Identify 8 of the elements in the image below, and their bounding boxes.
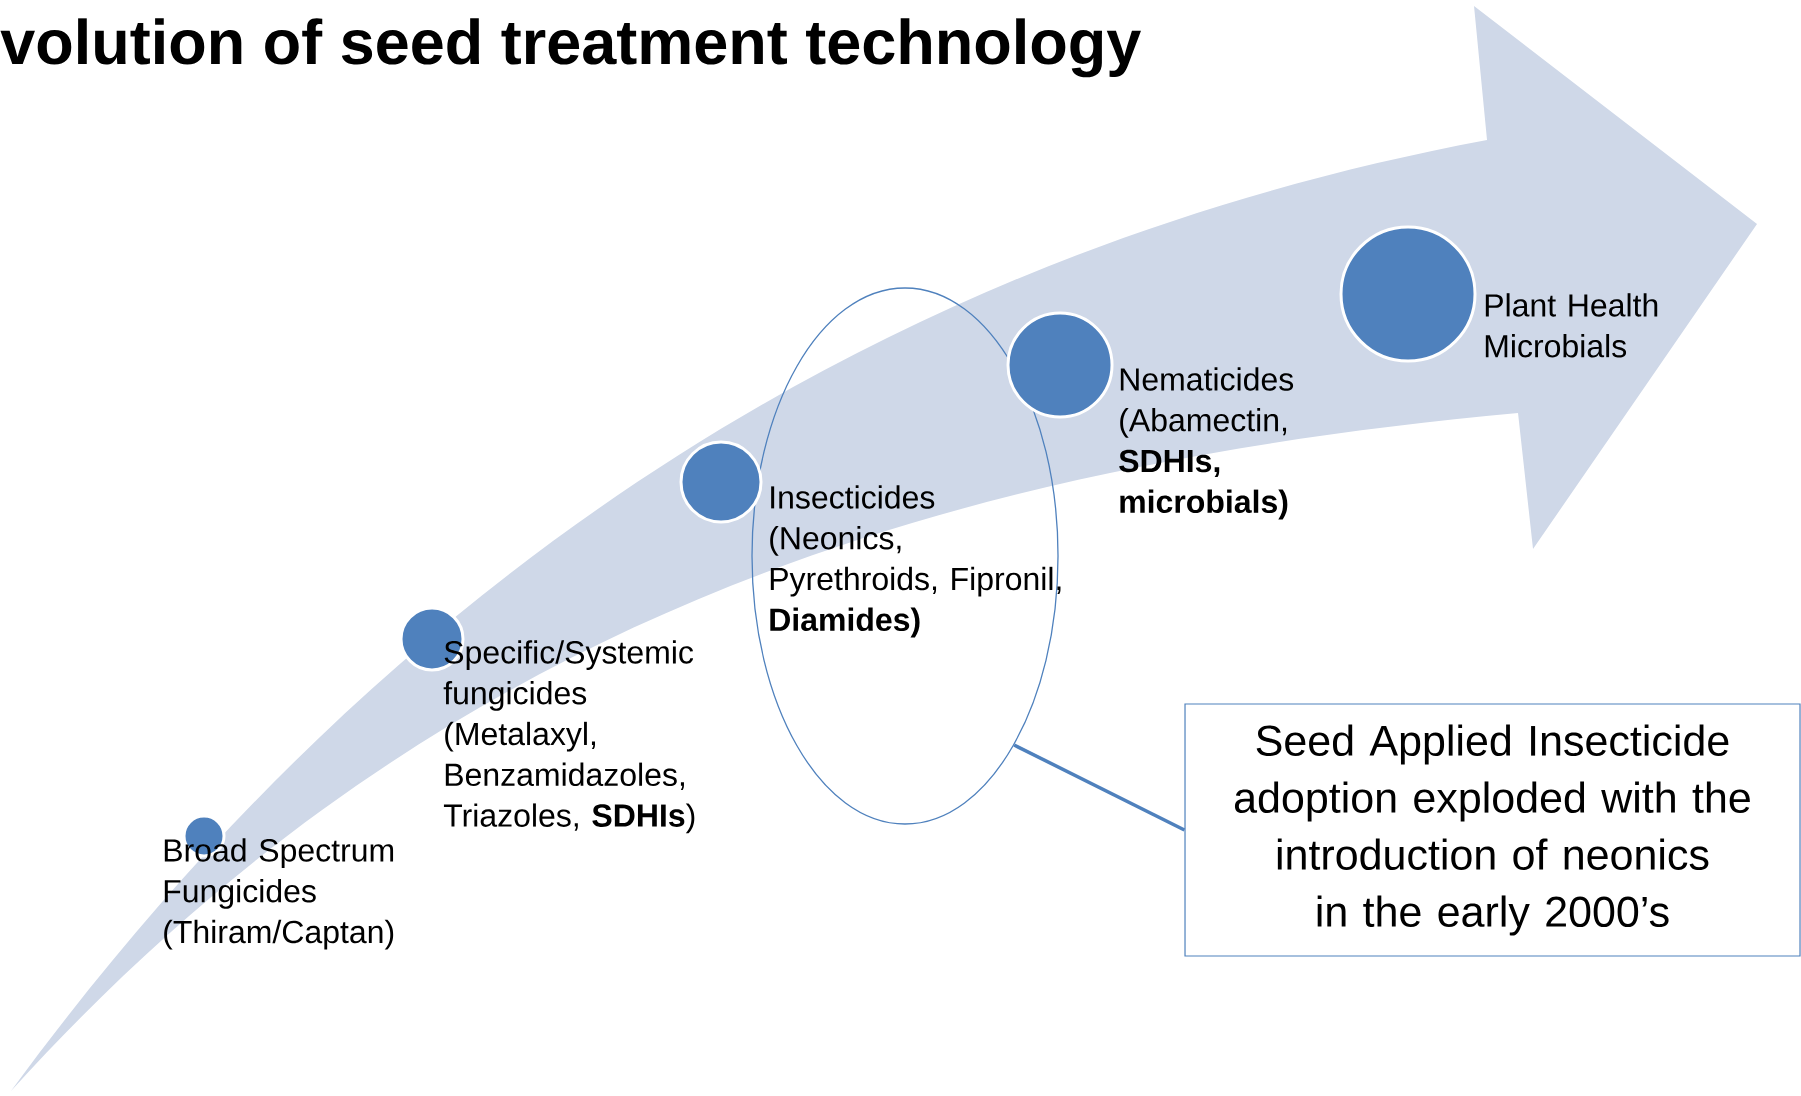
milestone-label: Insecticides (Neonics, Pyrethroids, Fipronil, Diamides) — [770, 485, 1061, 638]
title: volution of seed treatment technology — [0, 18, 1141, 78]
milestone-label: Broad Spectrum Fungicides (Thiram/Captan) — [164, 838, 394, 950]
callout-box: Seed Applied Insecticide adoption exploded with the introduction of neonics in the early 2000’s — [1184, 703, 1801, 957]
highlight-ellipse — [751, 287, 1059, 825]
leader-line — [1013, 743, 1186, 832]
milestone-label: Plant Health Microbials — [1485, 293, 1658, 358]
milestone-label: Nematicides (Abamectin, SDHIs, microbials) — [1119, 367, 1294, 520]
